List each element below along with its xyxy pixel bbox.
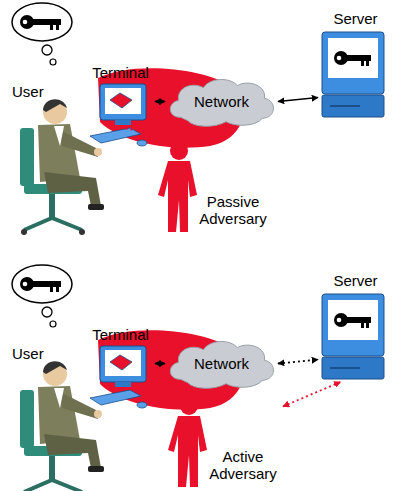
connector-arrow xyxy=(278,360,318,364)
network-cloud: Network xyxy=(165,75,278,128)
node-label: Network xyxy=(165,355,278,372)
connector-arrow xyxy=(155,363,165,365)
figure-node: Server xyxy=(318,270,393,382)
figure-node: Terminal xyxy=(86,324,155,390)
active-adversary-figure xyxy=(168,397,207,487)
node-label: Server xyxy=(318,10,393,27)
figure-node: Server xyxy=(318,8,393,120)
node-label: User xyxy=(12,345,44,362)
node-label: Active Adversary xyxy=(206,448,280,482)
connector-arrow xyxy=(141,390,192,392)
node-label: Passive Adversary xyxy=(196,193,270,227)
connector-arrow xyxy=(155,101,165,103)
node-label: Server xyxy=(318,272,393,289)
passive-adversary-figure xyxy=(158,142,197,232)
scene-top xyxy=(12,3,384,235)
figure-node: User xyxy=(10,82,54,102)
figure-node: Passive Adversary xyxy=(152,137,273,235)
node-label: Network xyxy=(165,93,278,110)
connector-arrow xyxy=(121,128,183,137)
network-cloud: Network xyxy=(165,337,278,390)
scene-bottom xyxy=(12,265,384,491)
node-label: User xyxy=(12,83,44,100)
figure-node: Terminal xyxy=(86,62,155,128)
node-label: Terminal xyxy=(86,64,155,81)
figure-node: Active Adversary xyxy=(162,392,283,488)
connector-arrow xyxy=(278,98,318,102)
node-label: Terminal xyxy=(86,326,155,343)
figure-node: User xyxy=(10,344,54,364)
connector-arrow xyxy=(283,382,341,406)
